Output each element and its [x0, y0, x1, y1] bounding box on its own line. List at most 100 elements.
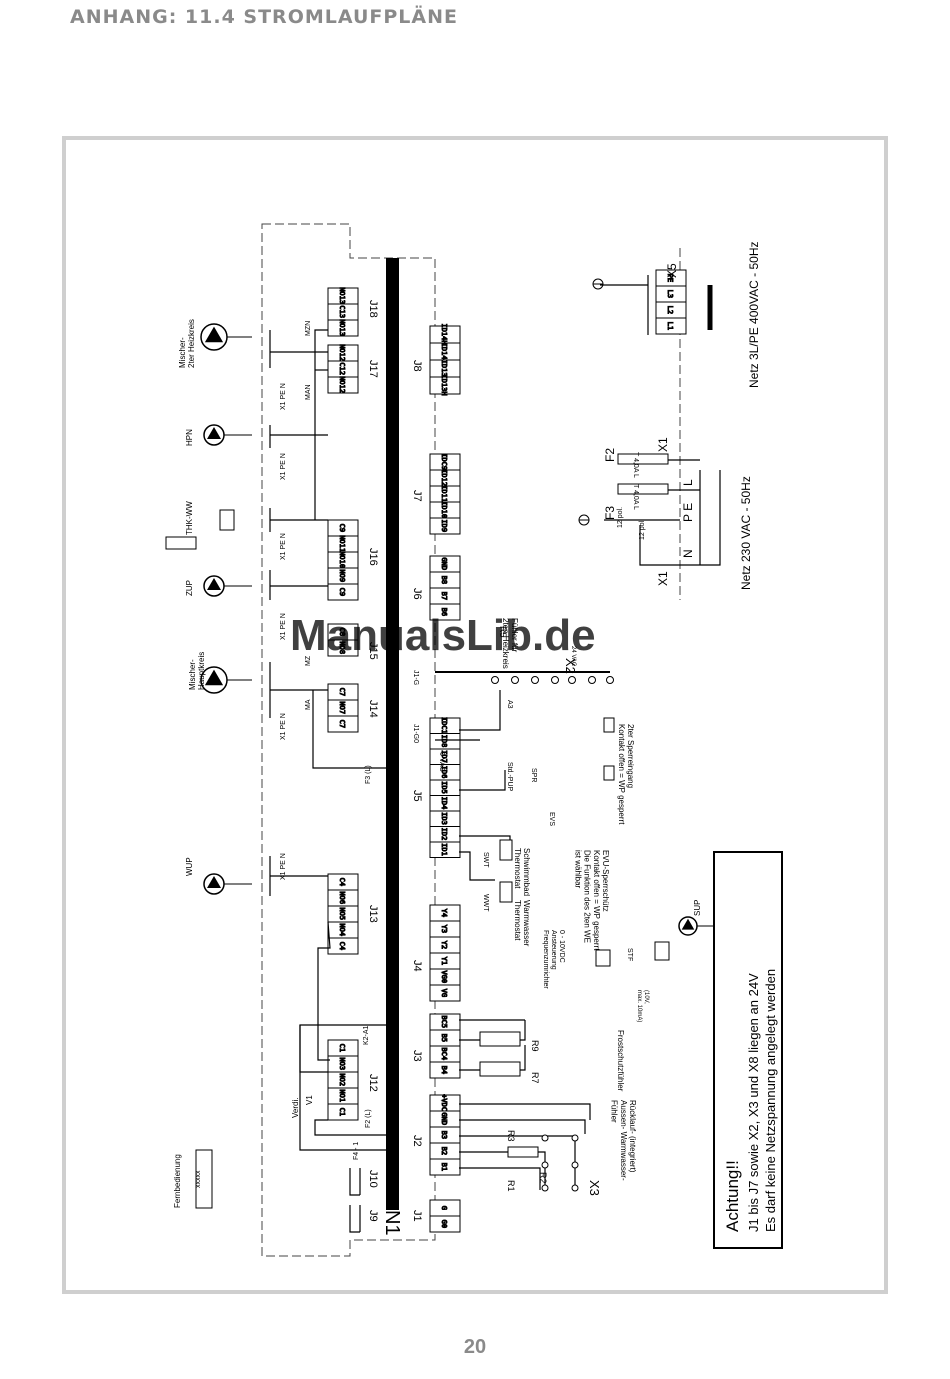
svg-text:X2: X2	[563, 658, 578, 674]
svg-text:J5: J5	[411, 790, 423, 802]
svg-text:MZN: MZN	[305, 321, 312, 336]
label-r5: R5	[498, 626, 508, 638]
label-f4: F4 - 1	[353, 1142, 360, 1160]
earth-symbols	[578, 278, 604, 526]
label-stf: STF	[626, 948, 633, 961]
svg-text:WUP: WUP	[185, 857, 194, 876]
label-spr: SPR	[530, 768, 537, 782]
connector-label-j10: J10	[367, 1170, 379, 1188]
svg-text:Std.-PUP: Std.-PUP	[506, 762, 513, 792]
connector-label-j16: J16	[367, 548, 379, 566]
svg-text:0 VAC: 0 VAC	[438, 752, 445, 772]
pin-label: ID2	[440, 828, 448, 841]
svg-text:Mischer-: Mischer-	[178, 337, 187, 368]
svg-text:X1 PE N: X1 PE N	[280, 853, 287, 880]
svg-text:X3: X3	[587, 1180, 602, 1196]
svg-text:F2 (L): F2 (L)	[365, 1109, 372, 1128]
connector-j1: GG0	[429, 1199, 461, 1233]
svg-text:N: N	[681, 549, 695, 558]
svg-text:J12: J12	[367, 1074, 379, 1092]
svg-text:N1: N1	[381, 1210, 403, 1236]
pin-label: IDC9	[440, 453, 448, 470]
label-swt: SWT	[482, 852, 489, 868]
pin-label: B7	[440, 592, 448, 600]
svg-text:MA: MA	[305, 699, 312, 710]
label-0vac: 0 VAC	[438, 752, 445, 772]
pin-label: NO2	[338, 1073, 346, 1086]
pin-label: PE	[666, 274, 674, 282]
pin-label: ID4	[440, 797, 448, 810]
label-fuse-f2-rating: T 4,0A L	[632, 452, 639, 478]
mixer-main-icon	[200, 666, 252, 694]
pin-label: ID6	[440, 766, 448, 779]
label-zup: ZUP	[185, 580, 194, 596]
svg-text:K2-A1: K2-A1	[363, 1025, 370, 1045]
pin-label: GND	[440, 1112, 448, 1125]
pin-label: NO8	[338, 641, 346, 654]
label-12pol-b: 12 pol.	[617, 507, 624, 528]
svg-text:V1: V1	[305, 1095, 314, 1105]
svg-text:Thermostat: Thermostat	[513, 900, 522, 941]
svg-text:F2: F2	[603, 448, 617, 462]
label-r2: R2	[538, 1172, 548, 1184]
svg-text:SWT: SWT	[482, 852, 489, 868]
label-thk-ww: THK-WW	[185, 501, 194, 535]
pin-label: NO4	[338, 923, 346, 936]
pin-label: B3	[440, 1131, 448, 1139]
svg-text:Fernbedienung: Fernbedienung	[173, 1154, 182, 1208]
svg-text:X1 PE N: X1 PE N	[280, 713, 287, 740]
label-k2-a1: K2-A1	[363, 1025, 370, 1045]
svg-text:12 pol.: 12 pol.	[617, 507, 624, 528]
label-pe: P E	[681, 503, 695, 522]
pin-label: L3	[666, 290, 674, 298]
warning-title: Achtung!!	[723, 1160, 742, 1232]
svg-text:J3: J3	[411, 1050, 423, 1062]
svg-text:2ten Heizkreis: 2ten Heizkreis	[501, 618, 510, 669]
pin-label: L2	[666, 306, 674, 314]
svg-text:P E: P E	[681, 503, 695, 522]
svg-text:X1 PE N: X1 PE N	[280, 613, 287, 640]
svg-text:2ter Heizkreis: 2ter Heizkreis	[187, 319, 196, 368]
fernbedienung-box	[195, 1149, 213, 1209]
svg-text:J15: J15	[367, 642, 379, 660]
svg-text:X1: X1	[656, 437, 670, 452]
pin-label: ID3	[440, 812, 448, 825]
svg-text:STF: STF	[626, 948, 633, 961]
label-x2: X2	[563, 658, 578, 674]
label-r7: R7	[530, 1072, 540, 1084]
label-wup: WUP	[185, 857, 194, 876]
label-fuse-f3-rating: T 4,0A L	[632, 484, 639, 510]
page-number: 20	[463, 1336, 487, 1358]
label-frostschutz: Frostschutzfühler	[616, 1030, 625, 1092]
svg-text:Kontakt offen = WP gesperrt: Kontakt offen = WP gesperrt	[617, 724, 626, 825]
pin-label: NO3	[338, 1057, 346, 1070]
warning-line-2: Es darf keine Netzspannung angelegt werd…	[763, 969, 778, 1232]
svg-text:Die Funktion des 2ten WE: Die Funktion des 2ten WE	[583, 850, 592, 943]
pin-label: ID8	[440, 735, 448, 748]
label-mischer-2: Mischer-2ter Heizkreis	[178, 319, 196, 368]
label-man: MAN	[305, 384, 312, 400]
pin-label: C1	[338, 1044, 346, 1052]
svg-text:J13: J13	[367, 905, 379, 923]
label-x1-pe-n-3: X1 PE N	[280, 533, 287, 560]
pin-label: C12	[338, 362, 346, 375]
watermark-text: ManualsLib.de	[290, 611, 596, 660]
pin-label: B1	[440, 1163, 448, 1171]
pin-label: ID7	[440, 750, 448, 763]
connector-label-j5: J5	[411, 790, 423, 802]
pin-label: ID11	[440, 485, 448, 502]
label-12pol-a: 12 pol.	[639, 519, 646, 540]
svg-text:R5: R5	[498, 626, 508, 638]
label-f2l: F2 (L)	[365, 1109, 372, 1128]
connector-label-j2: J2	[411, 1135, 423, 1147]
pin-label: NO1	[338, 1089, 346, 1102]
